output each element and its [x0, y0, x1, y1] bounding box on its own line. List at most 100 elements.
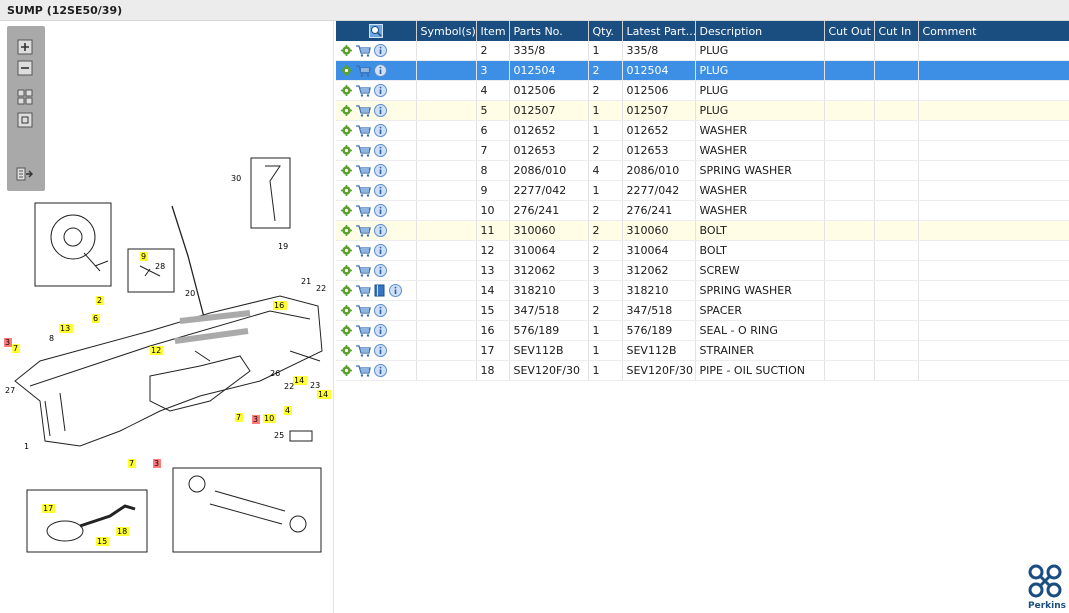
- info-icon[interactable]: [374, 344, 387, 358]
- column-header-actions[interactable]: [336, 21, 417, 41]
- add-to-cart-icon[interactable]: [355, 144, 371, 157]
- symbols-cell: [416, 260, 477, 281]
- settings-gear-icon[interactable]: [341, 44, 352, 57]
- info-icon[interactable]: [374, 44, 387, 58]
- cut-in-cell: [874, 360, 919, 381]
- column-header-cut-out[interactable]: Cut Out: [824, 21, 875, 41]
- svg-text:12: 12: [151, 346, 161, 355]
- settings-gear-icon[interactable]: [341, 284, 352, 297]
- svg-text:22: 22: [316, 284, 326, 293]
- table-header-row: Symbol(s) Item Parts No. Qty. Latest Par…: [336, 21, 1069, 41]
- add-to-cart-icon[interactable]: [355, 364, 371, 377]
- settings-gear-icon[interactable]: [341, 364, 352, 377]
- add-to-cart-icon[interactable]: [355, 124, 371, 137]
- add-to-cart-icon[interactable]: [355, 104, 371, 117]
- settings-gear-icon[interactable]: [341, 264, 352, 277]
- settings-gear-icon[interactable]: [341, 304, 352, 317]
- column-header-symbols[interactable]: Symbol(s): [416, 21, 477, 41]
- column-header-cut-in[interactable]: Cut In: [874, 21, 919, 41]
- parts-grid: Symbol(s) Item Parts No. Qty. Latest Par…: [336, 21, 1069, 381]
- column-header-description[interactable]: Description: [695, 21, 825, 41]
- settings-gear-icon[interactable]: [341, 344, 352, 357]
- diagram-panel[interactable]: 2 6 3 7 13 8 9 28 12 16 30 19 20 21 22 1…: [0, 21, 334, 613]
- svg-text:25: 25: [274, 431, 284, 440]
- settings-gear-icon[interactable]: [341, 324, 352, 337]
- info-icon[interactable]: [374, 204, 387, 218]
- add-to-cart-icon[interactable]: [355, 284, 371, 297]
- add-to-cart-icon[interactable]: [355, 64, 371, 77]
- add-to-cart-icon[interactable]: [355, 324, 371, 337]
- settings-gear-icon[interactable]: [341, 124, 352, 137]
- settings-gear-icon[interactable]: [341, 204, 352, 217]
- info-icon[interactable]: [374, 224, 387, 238]
- settings-gear-icon[interactable]: [341, 184, 352, 197]
- comment-cell: [918, 240, 1069, 261]
- info-icon[interactable]: [374, 64, 387, 78]
- latest-part-cell: 2086/010: [622, 160, 696, 181]
- info-icon[interactable]: [374, 164, 387, 178]
- grid-view-button[interactable]: [15, 87, 35, 107]
- info-icon[interactable]: [374, 244, 387, 258]
- settings-gear-icon[interactable]: [341, 164, 352, 177]
- settings-gear-icon[interactable]: [341, 244, 352, 257]
- exploded-parts-diagram[interactable]: 2 6 3 7 13 8 9 28 12 16 30 19 20 21 22 1…: [0, 21, 333, 613]
- export-list-button[interactable]: [15, 164, 35, 184]
- settings-gear-icon[interactable]: [341, 144, 352, 157]
- settings-gear-icon[interactable]: [341, 84, 352, 97]
- info-icon[interactable]: [388, 284, 402, 298]
- add-to-cart-icon[interactable]: [355, 184, 371, 197]
- column-header-latest-part[interactable]: Latest Part...: [622, 21, 696, 41]
- book-icon[interactable]: [374, 284, 385, 297]
- add-to-cart-icon[interactable]: [355, 44, 371, 57]
- info-icon[interactable]: [374, 324, 387, 338]
- column-header-qty[interactable]: Qty.: [588, 21, 623, 41]
- info-icon[interactable]: [374, 304, 387, 318]
- zoom-in-button[interactable]: [15, 37, 35, 57]
- cut-out-cell: [824, 320, 875, 341]
- zoom-out-button[interactable]: [15, 58, 35, 78]
- add-to-cart-icon[interactable]: [355, 164, 371, 177]
- settings-gear-icon[interactable]: [341, 224, 352, 237]
- fit-view-button[interactable]: [15, 110, 35, 130]
- add-to-cart-icon[interactable]: [355, 204, 371, 217]
- settings-gear-icon[interactable]: [341, 104, 352, 117]
- add-to-cart-icon[interactable]: [355, 224, 371, 237]
- add-to-cart-icon[interactable]: [355, 304, 371, 317]
- column-header-parts-no[interactable]: Parts No.: [509, 21, 589, 41]
- info-icon[interactable]: [374, 104, 387, 118]
- add-to-cart-icon[interactable]: [355, 344, 371, 357]
- info-icon[interactable]: [374, 144, 387, 158]
- svg-text:10: 10: [264, 414, 274, 423]
- info-icon[interactable]: [374, 184, 387, 198]
- add-to-cart-icon[interactable]: [355, 244, 371, 257]
- column-header-comment[interactable]: Comment: [918, 21, 1069, 41]
- add-to-cart-icon[interactable]: [355, 84, 371, 97]
- svg-text:1: 1: [24, 442, 29, 451]
- info-icon[interactable]: [374, 364, 387, 378]
- info-icon[interactable]: [374, 84, 387, 98]
- add-to-cart-icon[interactable]: [355, 264, 371, 277]
- info-icon[interactable]: [374, 264, 387, 278]
- cut-out-cell: [824, 41, 875, 61]
- column-header-item[interactable]: Item: [476, 21, 510, 41]
- description-cell: WASHER: [695, 120, 825, 141]
- info-icon[interactable]: [374, 124, 387, 138]
- settings-gear-icon[interactable]: [341, 64, 352, 77]
